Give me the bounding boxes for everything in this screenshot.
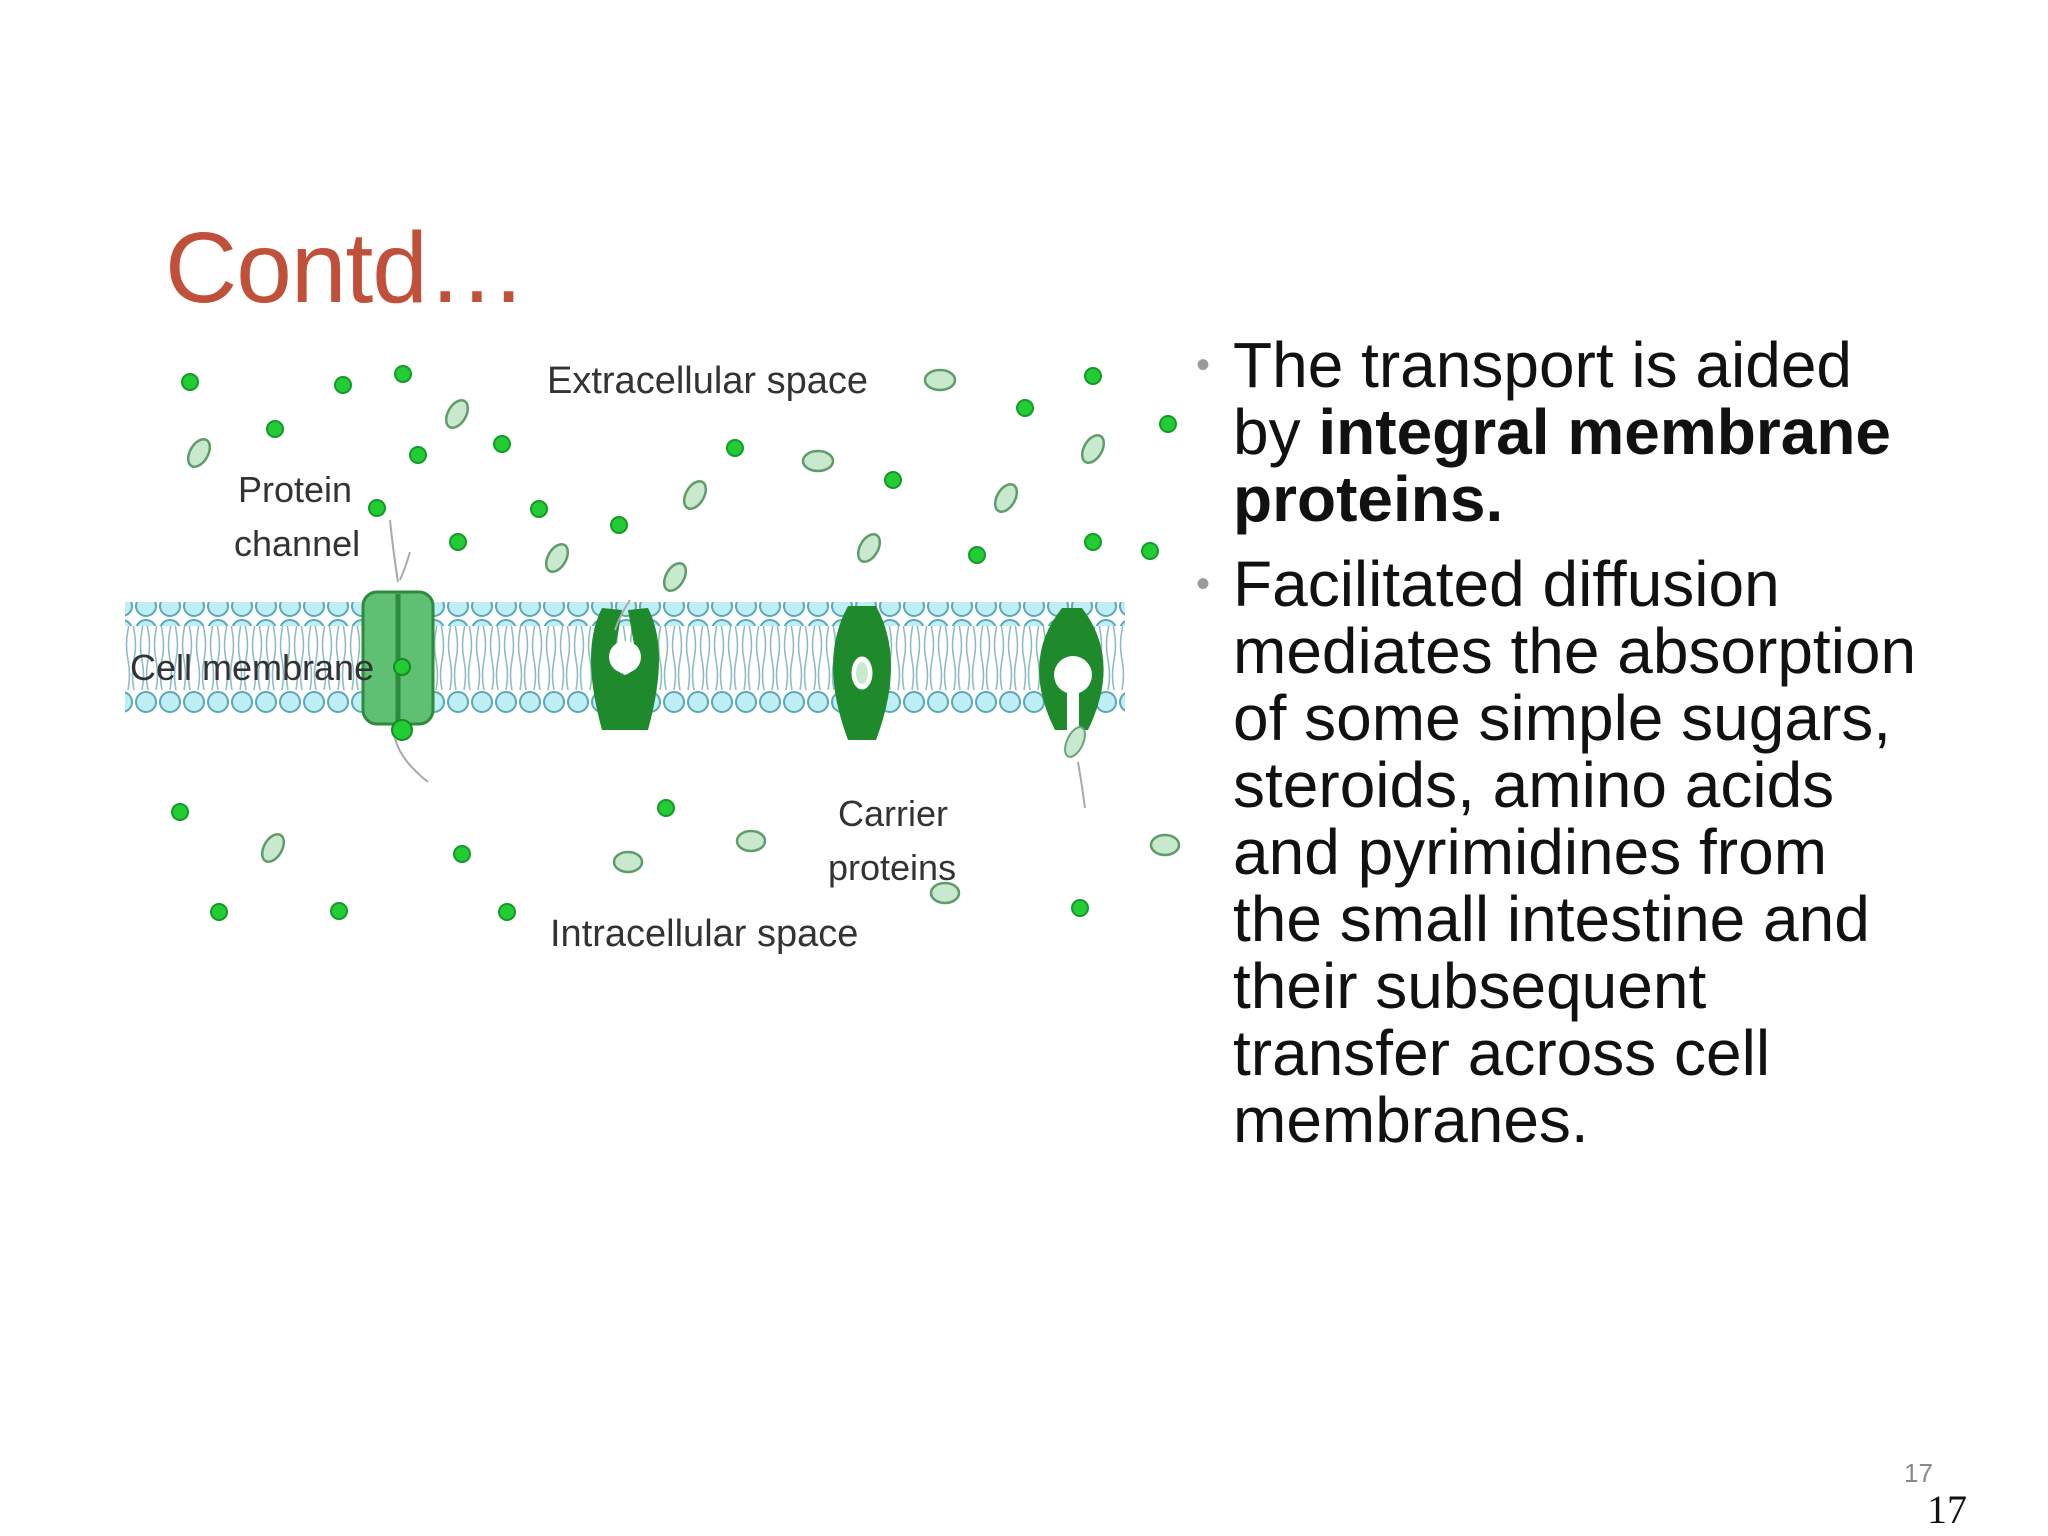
slide-number-small: 17 bbox=[1904, 1458, 1933, 1488]
label-carrier-2: proteins bbox=[828, 847, 956, 888]
bullet-2-text: Facilitated diffusion mediates the absor… bbox=[1233, 548, 1917, 1156]
bullet-1-text: The transport is aided by bbox=[1233, 329, 1852, 468]
bullet-dot-icon: • bbox=[1196, 343, 1211, 387]
label-intracellular: Intracellular space bbox=[550, 913, 858, 955]
label-protein-channel-2: channel bbox=[234, 523, 360, 564]
label-cell-membrane: Cell membrane bbox=[130, 647, 374, 688]
carrier-protein-1 bbox=[591, 608, 659, 730]
slide-title: Contd… bbox=[165, 212, 527, 324]
arrows bbox=[389, 519, 1086, 809]
label-carrier-1: Carrier bbox=[838, 793, 948, 834]
membrane-diagram: Extracellular space Protein channel Cell… bbox=[125, 360, 1181, 955]
label-extracellular: Extracellular space bbox=[547, 360, 868, 402]
bullet-dot-icon: • bbox=[1196, 562, 1211, 606]
molecule-dots bbox=[171, 365, 1177, 921]
bullet-list: • The transport is aided by integral mem… bbox=[1196, 329, 1932, 1156]
label-protein-channel-1: Protein bbox=[238, 469, 352, 510]
molecule-ovals bbox=[186, 368, 1181, 905]
slide-number: 17 bbox=[1927, 1487, 1967, 1532]
protein-channel bbox=[361, 590, 435, 741]
bullet-1-bold: integral membrane proteins. bbox=[1233, 396, 1891, 535]
bullet-item: • The transport is aided by integral mem… bbox=[1196, 329, 1932, 535]
carrier-protein-2 bbox=[833, 606, 891, 740]
carrier-protein-3 bbox=[1039, 608, 1104, 758]
bullet-item: • Facilitated diffusion mediates the abs… bbox=[1196, 548, 1932, 1156]
